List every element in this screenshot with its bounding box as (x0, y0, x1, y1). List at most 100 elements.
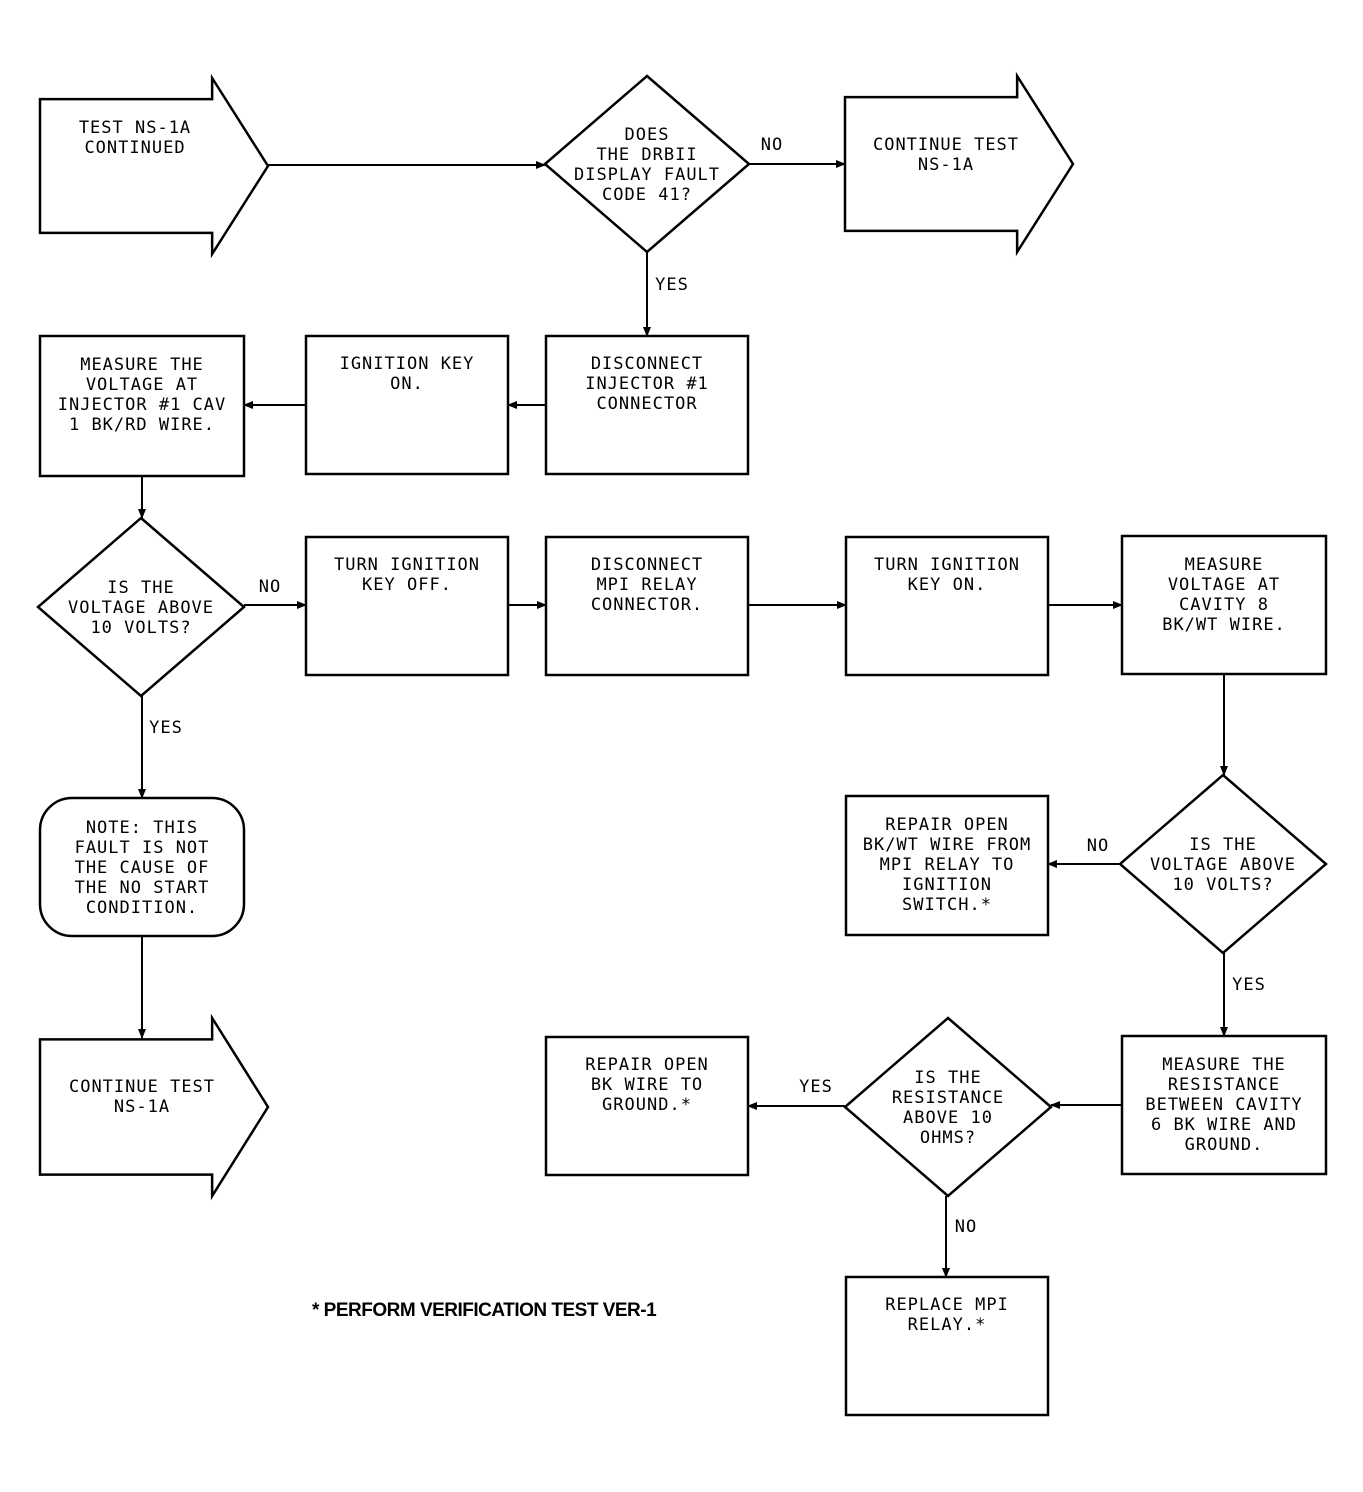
decision-shape (1118, 773, 1328, 955)
node-text-line: RESISTANCE (892, 1088, 1004, 1108)
edge-label: NO (1087, 836, 1109, 856)
node-text-line: IS THE (107, 578, 174, 598)
node-text-line: DISCONNECT (591, 555, 703, 575)
node-text-line: ON. (390, 374, 424, 394)
edge-label: YES (799, 1077, 833, 1097)
process-shape (38, 334, 246, 478)
process-shape (544, 1035, 750, 1177)
node-text-line: RELAY.* (908, 1315, 987, 1335)
node-text-line: INJECTOR #1 (585, 374, 709, 394)
process-shape (844, 535, 1050, 677)
node-text-line: CAVITY 8 (1179, 595, 1269, 615)
node-text-line: THE CAUSE OF (75, 858, 210, 878)
node-text-line: OHMS? (920, 1128, 976, 1148)
process-shape (544, 535, 750, 677)
edge-label: NO (955, 1217, 977, 1237)
process-shape (1120, 534, 1328, 676)
node-text-line: IS THE (914, 1068, 981, 1088)
node-text-line: THE NO START (75, 878, 210, 898)
node-text-line: VOLTAGE AT (86, 375, 198, 395)
node-text-line: TEST NS-1A (79, 118, 191, 138)
edge-label: YES (149, 718, 183, 738)
node-text-line: DISCONNECT (591, 354, 703, 374)
node-text-line: REPLACE MPI (885, 1295, 1009, 1315)
edge-label: YES (1232, 975, 1266, 995)
node-text-line: MEASURE (1185, 555, 1264, 575)
node-text-line: IGNITION (902, 875, 992, 895)
process-shape (844, 1275, 1050, 1417)
node-text-line: IS THE (1189, 835, 1256, 855)
node-text-line: CODE 41? (602, 185, 692, 205)
decision-shape (36, 516, 246, 698)
node-text-line: CONNECTOR (596, 394, 697, 414)
edge-label: NO (259, 577, 281, 597)
node-text-line: RESISTANCE (1168, 1075, 1280, 1095)
node-text-line: NS-1A (918, 155, 974, 175)
node-text-line: MEASURE THE (80, 355, 204, 375)
node-text-line: DISPLAY FAULT (574, 165, 720, 185)
node-text-line: CONTINUE TEST (873, 135, 1019, 155)
node-text-line: CONDITION. (86, 898, 198, 918)
edge-label: NO (761, 135, 783, 155)
node-text-line: VOLTAGE ABOVE (1150, 855, 1296, 875)
node-text-line: MPI RELAY (596, 575, 697, 595)
node-text-line: 1 BK/RD WIRE. (69, 415, 215, 435)
footnote: * PERFORM VERIFICATION TEST VER-1 (312, 1300, 657, 1321)
arrow-shape (38, 73, 270, 259)
process-shape (844, 794, 1050, 937)
node-text-line: REPAIR OPEN (585, 1055, 709, 1075)
node-text-line: SWITCH.* (902, 895, 992, 915)
node-text-line: BK/WT WIRE. (1162, 615, 1286, 635)
node-text-line: CONNECTOR. (591, 595, 703, 615)
node-text-line: GROUND. (1185, 1135, 1264, 1155)
node-text-line: FAULT IS NOT (75, 838, 210, 858)
node-text-line: INJECTOR #1 CAV (58, 395, 227, 415)
node-text-line: THE DRBII (596, 145, 697, 165)
node-text-line: NS-1A (114, 1097, 170, 1117)
node-text-line: CONTINUE TEST (69, 1077, 215, 1097)
node-text-line: BETWEEN CAVITY (1145, 1095, 1302, 1115)
node-text-line: GROUND.* (602, 1095, 692, 1115)
node-text-line: KEY ON. (908, 575, 987, 595)
decision-shape (543, 74, 751, 254)
node-text-line: IGNITION KEY (340, 354, 475, 374)
node-text-line: REPAIR OPEN (885, 815, 1009, 835)
decision-shape (843, 1016, 1053, 1198)
node-text-line: BK WIRE TO (591, 1075, 703, 1095)
node-text-line: KEY OFF. (362, 575, 452, 595)
node-text-line: VOLTAGE ABOVE (68, 598, 214, 618)
node-text-line: ABOVE 10 (903, 1108, 993, 1128)
node-text-line: DOES (625, 125, 670, 145)
node-text-line: NOTE: THIS (86, 818, 198, 838)
node-text-line: MEASURE THE (1162, 1055, 1286, 1075)
node-text-line: VOLTAGE AT (1168, 575, 1280, 595)
node-text-line: 10 VOLTS? (1172, 875, 1273, 895)
process-shape (544, 334, 750, 476)
node-text-line: MPI RELAY TO (880, 855, 1015, 875)
process-shape (304, 334, 510, 476)
terminal-shape (38, 796, 246, 938)
node-text-line: TURN IGNITION (334, 555, 480, 575)
process-shape (1120, 1034, 1328, 1176)
node-text-line: 6 BK WIRE AND (1151, 1115, 1297, 1135)
node-text-line: 10 VOLTS? (90, 618, 191, 638)
